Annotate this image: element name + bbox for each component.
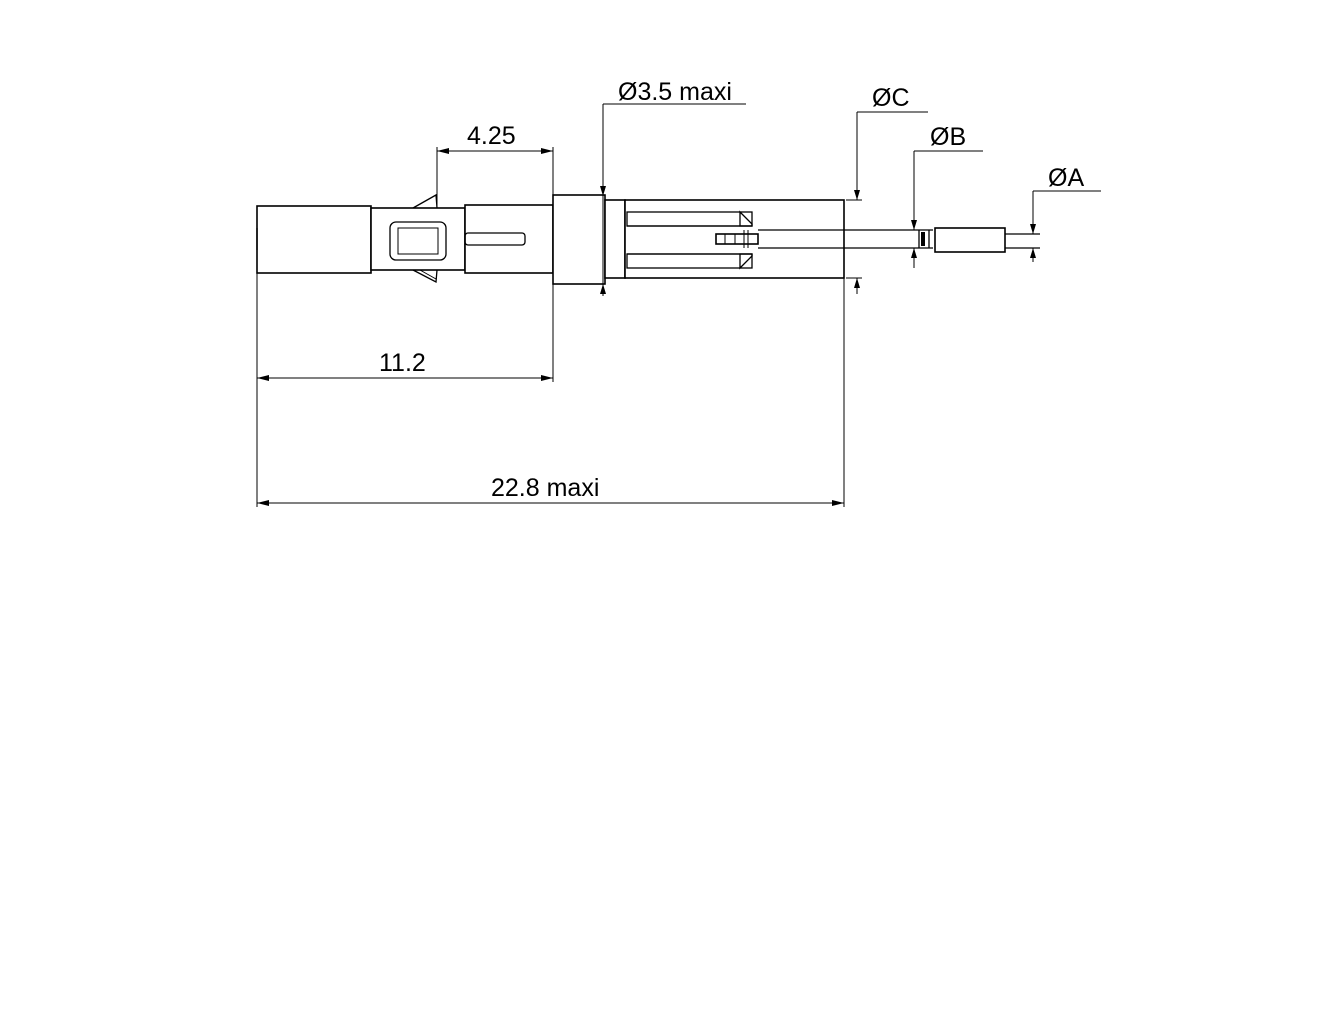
sleeve <box>624 199 845 279</box>
dim-label-length-11-2: 11.2 <box>379 349 426 377</box>
dimension-diameter-a: ØA <box>1030 164 1101 262</box>
contact-pin <box>715 233 759 245</box>
upper-latch <box>412 193 438 209</box>
dim-label-diameter-a: ØA <box>1048 164 1084 192</box>
dimension-diameter-b: ØB <box>911 123 983 268</box>
dim-label-length-22-8: 22.8 maxi <box>491 474 599 502</box>
dim-label-diameter-3-5: Ø3.5 maxi <box>618 78 732 106</box>
dimension-length-4-25: 4.25 <box>436 122 554 208</box>
dimension-length-11-2: 11.2 <box>256 273 554 507</box>
dimension-length-22-8: 22.8 maxi <box>257 278 845 507</box>
cable-end <box>934 227 1006 253</box>
connector-body <box>256 193 1040 285</box>
dim-label-diameter-c: ØC <box>872 84 910 112</box>
middle-barrel <box>464 204 554 274</box>
lower-latch <box>412 269 438 284</box>
rear-cap <box>256 205 372 274</box>
dim-label-diameter-b: ØB <box>930 123 966 151</box>
latch-window <box>389 221 447 261</box>
dim-label-length-4-25: 4.25 <box>467 122 516 150</box>
flange <box>552 194 606 285</box>
clip-section <box>370 207 466 271</box>
dimension-diameter-3-5: Ø3.5 maxi <box>600 78 746 296</box>
dimension-diameter-c: ØC <box>846 84 928 294</box>
